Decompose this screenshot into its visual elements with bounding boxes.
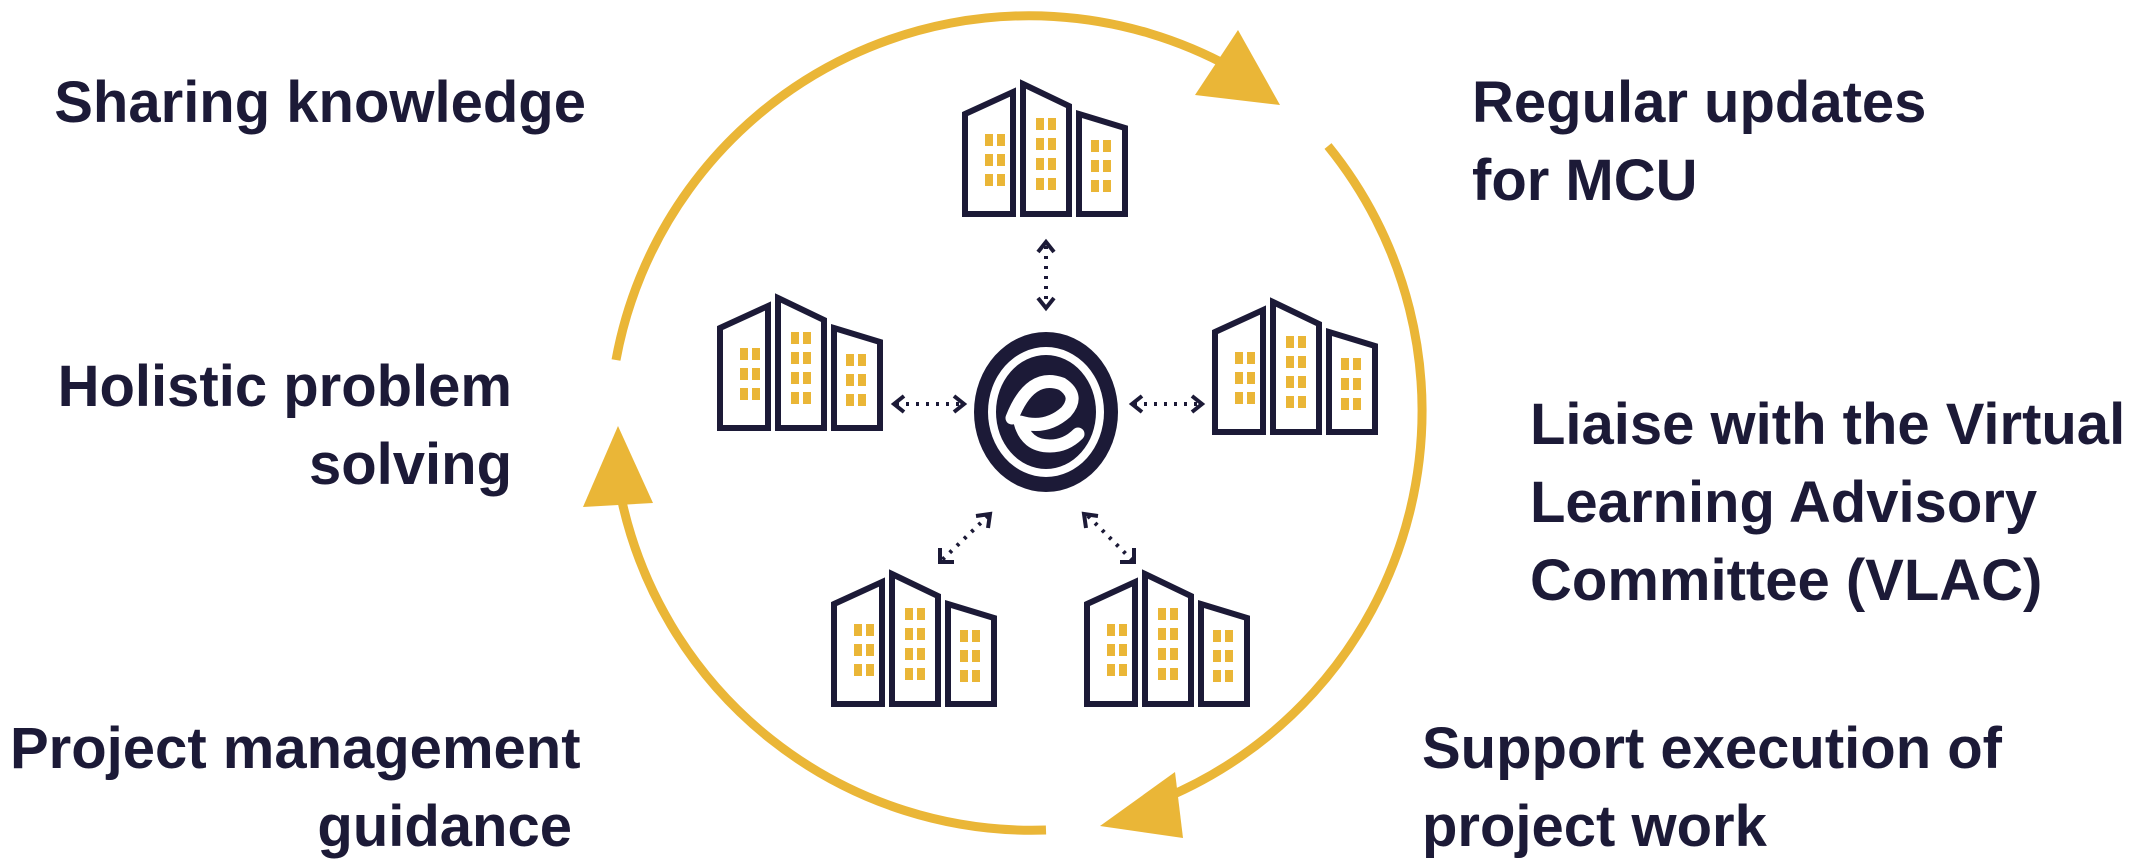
label-line: solving [308,432,512,497]
label-regular-updates: Regular updates for MCU [1472,64,1926,220]
label-project-management-guidance: Project management guidance [10,710,581,866]
e-logo-icon [974,332,1118,492]
label-line: Committee (VLAC) [1530,548,2043,613]
label-line: Learning Advisory [1530,470,2038,535]
label-line: Regular updates [1472,70,1927,135]
cycle-arc-top [611,11,1235,361]
label-holistic-problem-solving: Holistic problem solving [40,348,512,504]
arrowhead-top-right [1195,30,1280,105]
label-line: Holistic problem [57,354,512,419]
label-line: Support execution of [1422,716,2002,781]
arrowhead-left [583,426,653,507]
office-building-icon-bottom-left [834,574,994,704]
office-building-icon-right [1215,302,1375,432]
label-line: project work [1422,794,1767,859]
cycle-arrows [611,11,1427,835]
arrowhead-bottom-right [1100,772,1183,838]
cycle-arrowheads [583,30,1280,838]
cycle-arc-right [1163,143,1427,803]
connector-bottom-left [940,514,990,562]
office-building-icon-top [965,84,1125,214]
cycle-arc-bottom [615,491,1047,835]
connector-bottom-right [1086,514,1134,562]
label-line: for MCU [1472,148,1698,213]
dotted-connectors [890,238,1206,564]
label-line: Sharing knowledge [54,70,586,135]
label-support-execution: Support execution of project work [1422,710,2002,866]
office-building-icon-bottom-right [1087,574,1247,704]
label-line: Liaise with the Virtual [1530,392,2126,457]
label-sharing-knowledge: Sharing knowledge [40,64,586,142]
office-building-icon-left [720,298,880,428]
label-line: Project management [10,716,581,781]
label-liaise-vlac: Liaise with the Virtual Learning Advisor… [1530,386,2125,620]
label-line: guidance [317,794,572,859]
